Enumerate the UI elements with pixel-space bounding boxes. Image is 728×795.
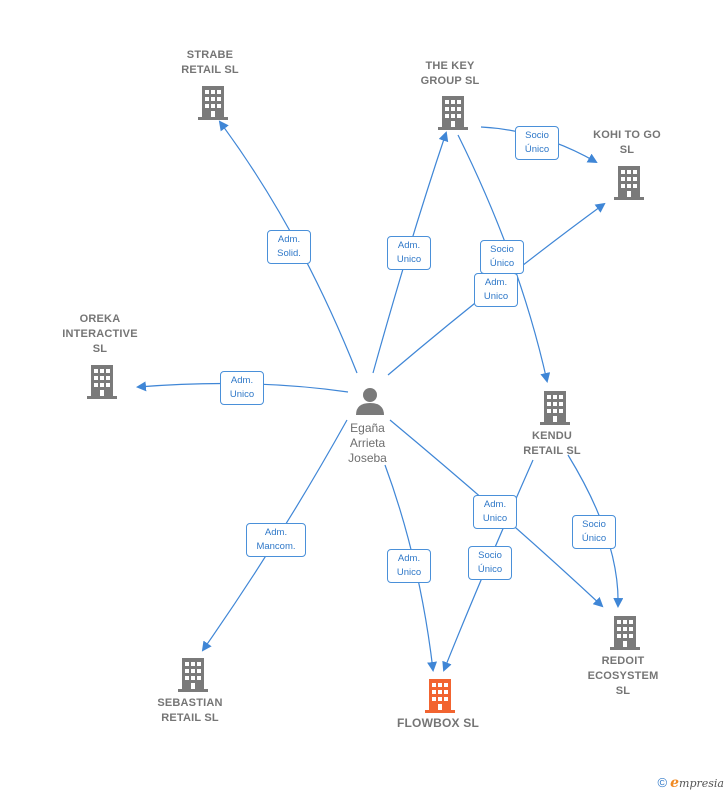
edge-label-oreka: Adm. Unico	[220, 371, 264, 405]
edge-label-strabe: Adm. Solid.	[267, 230, 311, 264]
footer-brand: © empresia	[657, 775, 724, 791]
company-sebastian[interactable]: SEBASTIAN RETAIL SL	[157, 697, 223, 724]
edge-label-redoit-adm: Adm. Unico	[473, 495, 517, 529]
kendu-building-icon	[540, 391, 570, 425]
edge-label-kohi-adm: Adm. Unico	[474, 273, 518, 307]
edge-label-kendu-redoit: Socio Único	[572, 515, 616, 549]
company-oreka[interactable]: OREKA INTERACTIVE SL	[62, 313, 138, 355]
company-kohi[interactable]: KOHI TO GO SL	[593, 129, 661, 156]
edge-label-flowbox-adm: Adm. Unico	[387, 549, 431, 583]
company-kendu[interactable]: KENDU RETAIL SL	[523, 430, 581, 457]
oreka-building-icon	[87, 365, 117, 399]
edge-label-thekey-kohi: Socio Único	[515, 126, 559, 160]
brand-name: mpresia	[679, 777, 724, 790]
kohi-building-icon	[614, 166, 644, 200]
company-redoit[interactable]: REDOIT ECOSYSTEM SL	[587, 655, 659, 697]
redoit-building-icon	[610, 616, 640, 650]
edge-label-kendu-flowbox: Socio Único	[468, 546, 512, 580]
brand-logo-letter: e	[670, 775, 680, 791]
edge-label-sebastian: Adm. Mancom.	[246, 523, 306, 557]
edge-label-thekey-kendu: Socio Único	[480, 240, 524, 274]
sebastian-building-icon	[178, 658, 208, 692]
thekey-building-icon	[438, 96, 468, 130]
company-flowbox[interactable]: FLOWBOX SL	[397, 716, 479, 730]
flowbox-building-icon	[425, 679, 455, 713]
person-icon	[356, 388, 384, 415]
copyright-icon: ©	[657, 775, 668, 790]
person-name[interactable]: Egaña Arrieta Joseba	[348, 421, 387, 465]
company-thekey[interactable]: THE KEY GROUP SL	[420, 60, 480, 87]
company-strabe[interactable]: STRABE RETAIL SL	[181, 49, 239, 76]
edge-label-thekey-adm: Adm. Unico	[387, 236, 431, 270]
strabe-building-icon	[198, 86, 228, 120]
